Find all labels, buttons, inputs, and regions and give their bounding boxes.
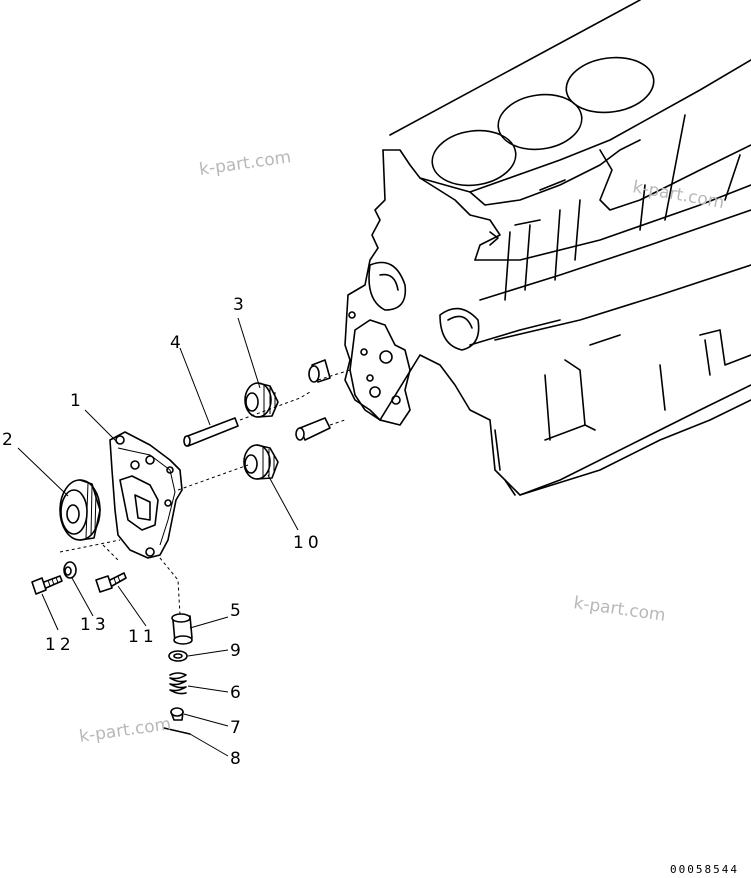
callout-1: 1 — [70, 391, 85, 411]
document-number: 00058544 — [670, 863, 739, 876]
leader-lines — [17, 317, 299, 757]
part-9-washer — [168, 650, 188, 662]
part-10-driven-gear — [243, 444, 279, 480]
part-6-spring — [169, 672, 187, 695]
watermark-2: k-part.com — [631, 177, 726, 213]
bushing-lower — [295, 417, 331, 441]
callout-11: 11 — [128, 627, 158, 647]
callout-12: 12 — [45, 635, 75, 655]
watermark-4: k-part.com — [78, 714, 172, 747]
callout-13: 13 — [80, 615, 110, 635]
callout-9: 9 — [230, 641, 245, 661]
part-4-shaft — [183, 417, 239, 447]
part-2-gear — [59, 479, 101, 541]
callout-10: 10 — [293, 533, 323, 553]
part-7-valve — [170, 707, 184, 721]
callout-3: 3 — [233, 295, 248, 315]
part-1-oil-pump-housing — [109, 431, 183, 559]
engine-block — [344, 0, 751, 496]
part-3-drive-gear — [244, 382, 279, 418]
callout-5: 5 — [230, 601, 245, 621]
callout-labels: 2 1 3 4 10 5 9 6 7 8 12 13 11 — [2, 295, 323, 769]
assembly-lines — [59, 369, 351, 616]
callout-6: 6 — [230, 683, 245, 703]
part-12-bolt — [31, 575, 63, 595]
bushing-upper — [308, 359, 331, 383]
callout-4: 4 — [170, 333, 185, 353]
callout-2: 2 — [2, 430, 17, 450]
callout-7: 7 — [230, 718, 245, 738]
part-8-pin — [163, 727, 191, 735]
watermark-1: k-part.com — [198, 147, 292, 180]
watermark-3: k-part.com — [572, 593, 666, 626]
callout-8: 8 — [230, 749, 245, 769]
part-11-bolt — [95, 572, 127, 593]
part-13-washer — [63, 561, 77, 579]
part-5-plug — [171, 613, 193, 645]
